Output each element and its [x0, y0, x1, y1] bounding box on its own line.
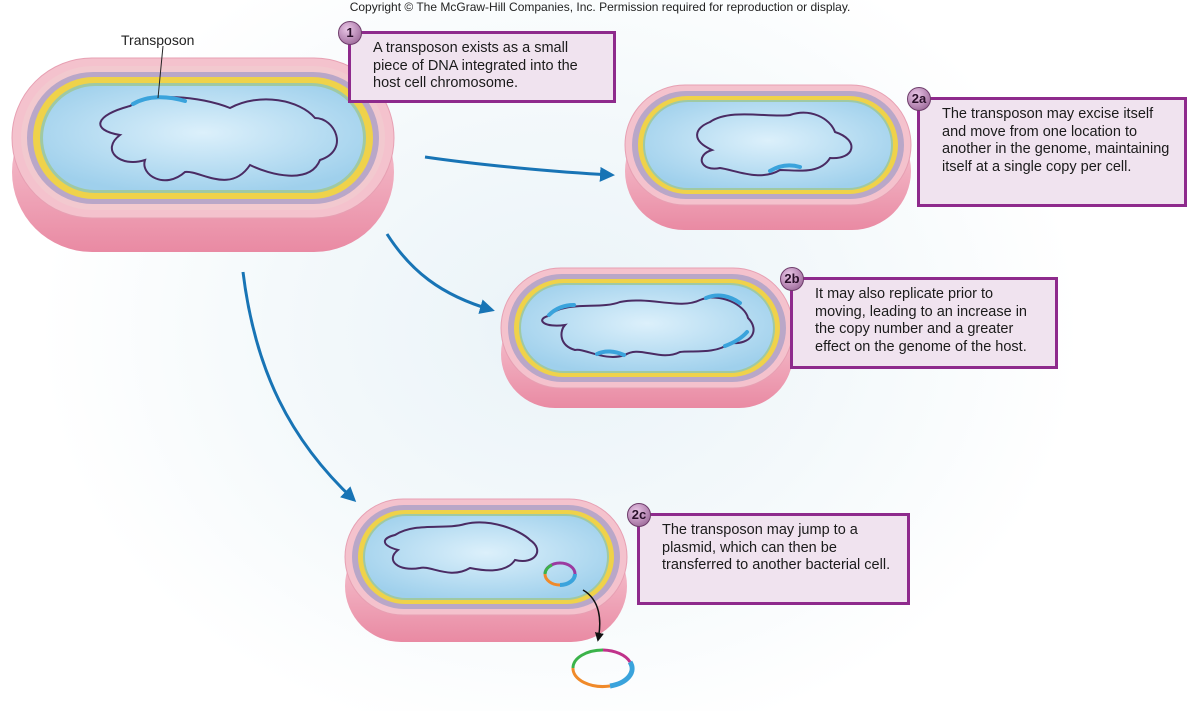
- cell-2c-cytoplasm: [363, 514, 609, 600]
- callout-step-2a-text: The transposon may excise itself and mov…: [942, 106, 1170, 175]
- cell-2b-transposon-segment-1: [547, 303, 576, 317]
- bacterial-cell-2b: [500, 267, 794, 408]
- arrow-to-2a: [424, 155, 615, 182]
- cell-2c-chromosome: [383, 521, 539, 574]
- bacterial-cell-2c: [344, 498, 628, 642]
- step-1-badge: 1: [338, 21, 362, 45]
- transferred-plasmid: [571, 648, 635, 689]
- cell-2b-cytoplasm: [519, 283, 775, 373]
- cell-1-chromosome: [99, 96, 338, 182]
- arrow-to-2b: [385, 233, 495, 314]
- cell-2b-transposon-segment-3: [723, 330, 749, 348]
- cell-2b-transposon-segment-2: [704, 293, 742, 305]
- copyright-notice: Copyright © The McGraw-Hill Companies, I…: [349, 0, 851, 14]
- callout-step-1: A transposon exists as a small piece of …: [348, 31, 616, 103]
- callout-step-2b-text: It may also replicate prior to moving, l…: [815, 286, 1027, 355]
- cell-1-cytoplasm: [43, 86, 363, 190]
- bacterial-cell-1: [11, 45, 395, 252]
- step-2a-badge: 2a: [907, 87, 931, 111]
- cell-2a-chromosome: [696, 111, 853, 177]
- callout-step-2a: The transposon may excise itself and mov…: [917, 97, 1187, 207]
- callout-step-1-text: A transposon exists as a small piece of …: [373, 40, 578, 91]
- cell-2b-transposon-segment-4: [595, 349, 626, 357]
- plasmid-transfer-arrow: [582, 589, 604, 642]
- cell-2c-plasmid: [543, 561, 577, 587]
- cell-2a-transposon-segment: [768, 163, 802, 173]
- callout-step-2b: It may also replicate prior to moving, l…: [790, 277, 1058, 369]
- callout-step-2c-text: The transposon may jump to a plasmid, wh…: [662, 522, 891, 573]
- cell-2b-chromosome: [541, 296, 755, 358]
- callout-step-2c: The transposon may jump to a plasmid, wh…: [637, 513, 910, 605]
- bacterial-cell-2a: [624, 84, 912, 230]
- transposon-label: Transposon: [121, 32, 195, 48]
- step-2c-badge: 2c: [627, 503, 651, 527]
- arrow-to-2c: [241, 271, 357, 503]
- step-2b-badge: 2b: [780, 267, 804, 291]
- transposon-leader-line: [157, 45, 164, 99]
